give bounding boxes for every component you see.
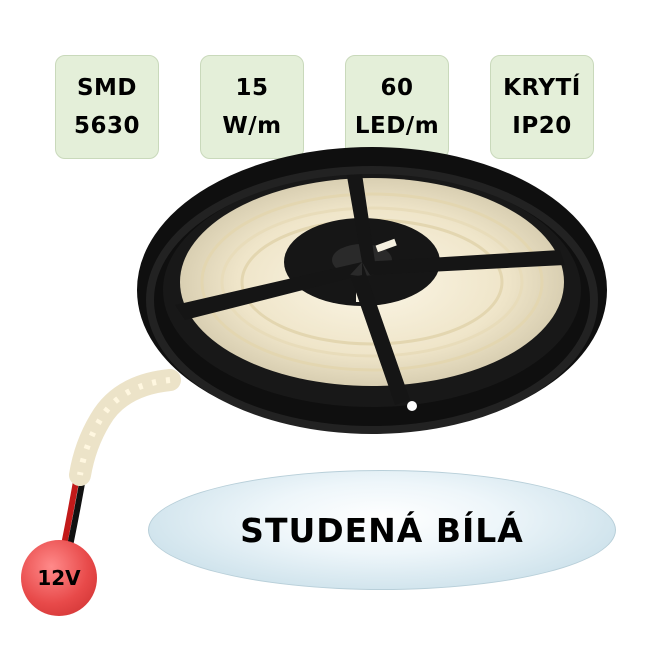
voltage-badge: 12V (21, 540, 97, 616)
color-temperature-label: STUDENÁ BÍLÁ (148, 470, 616, 590)
badge-led-type-line1: SMD (76, 75, 138, 101)
badge-protection: KRYTÍ IP20 (490, 55, 594, 159)
badge-led-type: SMD 5630 (55, 55, 159, 159)
badge-power-line1: 15 (235, 75, 269, 101)
badge-led-type-line2: 5630 (73, 113, 140, 139)
color-temperature-text: STUDENÁ BÍLÁ (240, 510, 524, 550)
badge-power-line2: W/m (222, 113, 282, 139)
badge-density-line2: LED/m (354, 113, 440, 139)
badge-protection-line1: KRYTÍ (503, 75, 581, 101)
badge-power: 15 W/m (200, 55, 304, 159)
badge-protection-line2: IP20 (512, 113, 572, 139)
loose-strip (69, 369, 181, 486)
voltage-text: 12V (37, 566, 81, 590)
badge-density-line1: 60 (380, 75, 414, 101)
